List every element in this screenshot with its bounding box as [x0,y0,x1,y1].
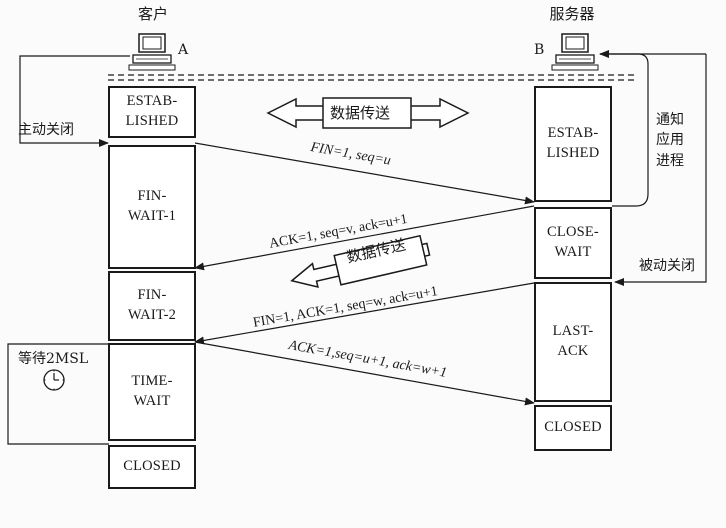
server-computer-icon [551,33,599,71]
data-transfer-single-arrow [290,234,431,289]
server-state-2: CLOSE- WAIT [534,207,612,279]
client-title: 客户 [137,5,169,23]
passive-close-line [614,54,707,286]
client-state-label: FIN- WAIT-2 [127,287,177,323]
server-state-label: CLOSED [544,419,602,436]
client-state-1: ESTAB- LISHED [108,86,196,138]
server-state-label: LAST- ACK [552,323,594,359]
server-state-1: ESTAB- LISHED [534,86,612,202]
client-state-label: CLOSED [123,458,181,475]
server-state-label: ESTAB- LISHED [546,125,600,161]
client-state-5: CLOSED [108,445,196,489]
notify-app-label: 通知 应用 进程 [656,112,684,169]
wait-2msl-line [7,343,109,445]
server-state-3: LAST- ACK [534,282,612,402]
server-state-label: CLOSE- WAIT [547,224,599,260]
passive-close-label: 被动关闭 [639,258,695,274]
client-state-label: TIME- WAIT [131,373,173,409]
client-computer-icon [128,33,176,71]
client-state-label: FIN- WAIT-1 [127,188,177,224]
wait-2msl-label: 等待2MSL [18,351,89,367]
server-letter: B [534,42,545,58]
active-close-line [19,55,130,147]
data-transfer-double-arrow [266,97,470,129]
client-state-3: FIN- WAIT-2 [108,271,196,341]
server-state-4: CLOSED [534,405,612,451]
client-state-label: ESTAB- LISHED [125,93,179,129]
fin1-arrow [194,142,535,205]
server-title: 服务器 [549,5,595,23]
data-transfer-label-both: 数据传送 [330,104,391,122]
client-state-2: FIN- WAIT-1 [108,145,196,269]
clock-icon [43,369,65,391]
ack2-arrow [194,341,535,406]
client-letter: A [178,42,189,58]
active-close-label: 主动关闭 [18,122,74,138]
fin2-arrow [194,282,535,345]
ack1-arrow [194,205,535,271]
client-state-4: TIME- WAIT [108,343,196,441]
